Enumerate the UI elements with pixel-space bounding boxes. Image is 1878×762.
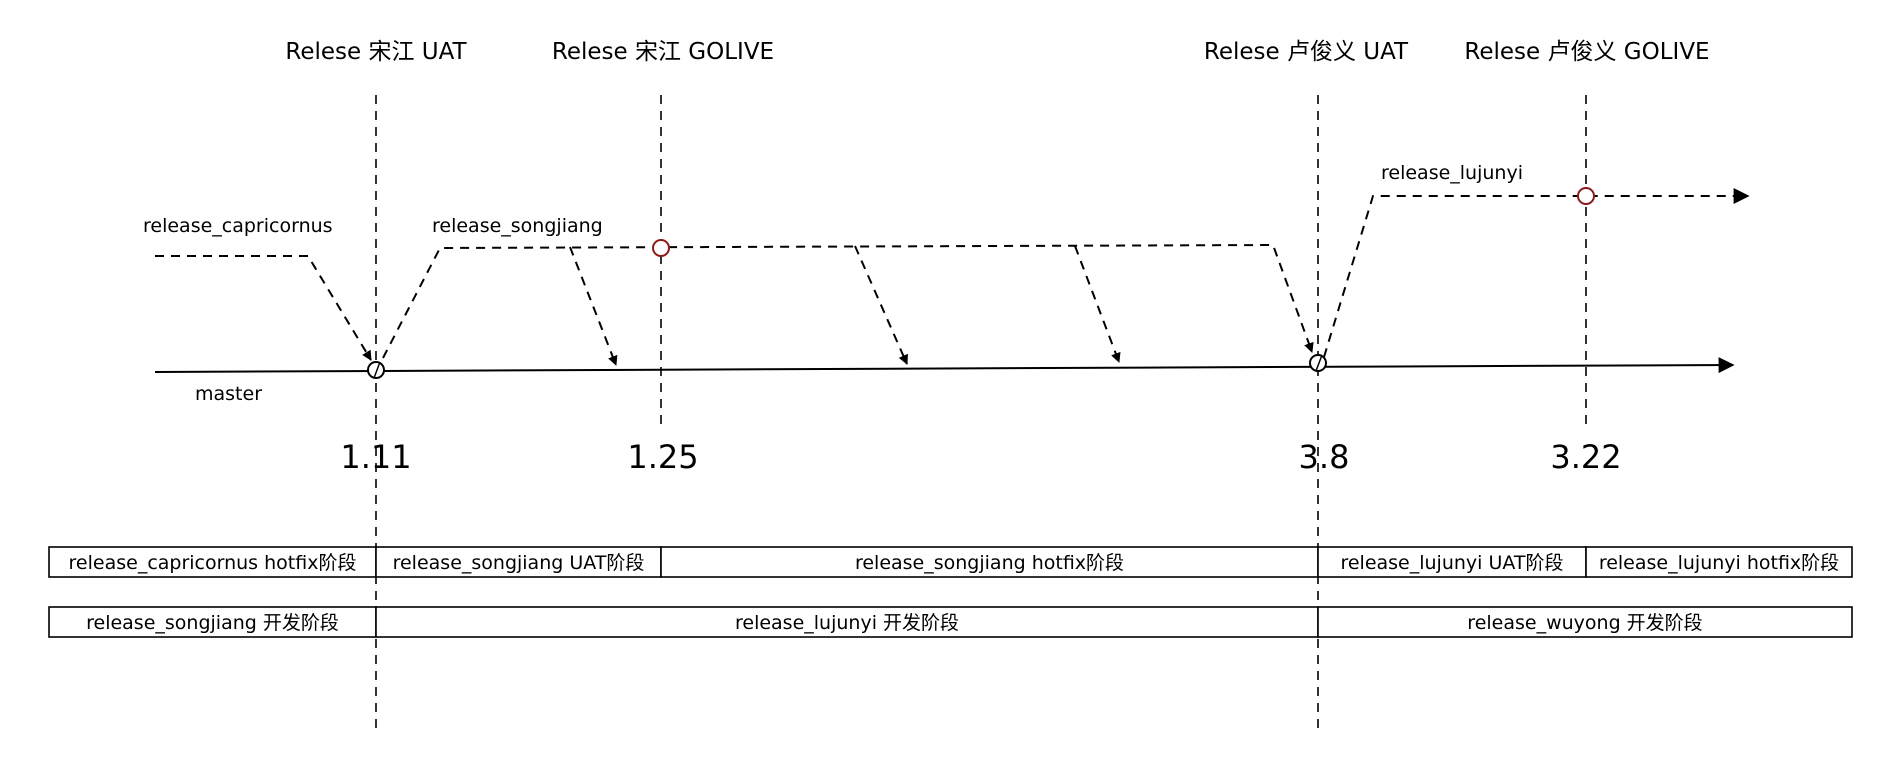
commit-lujunyi-golive bbox=[1577, 187, 1595, 205]
merge-arrow-1 bbox=[569, 246, 618, 366]
capricornus-branch-label: release_capricornus bbox=[143, 215, 333, 237]
phase-box bbox=[48, 546, 377, 578]
phase-box bbox=[1585, 546, 1853, 578]
phase-label: release_songjiang 开发阶段 bbox=[86, 612, 339, 634]
release-date-songjiang-uat: 1.11 bbox=[340, 438, 411, 476]
phase-label: release_capricornus hotfix阶段 bbox=[69, 552, 357, 574]
phase-label: release_songjiang hotfix阶段 bbox=[855, 552, 1124, 574]
phase-label: release_lujunyi hotfix阶段 bbox=[1599, 552, 1839, 574]
commit-songjiang-uat bbox=[367, 361, 385, 379]
capricornus-branch-line bbox=[155, 255, 372, 361]
commit-lujunyi-uat bbox=[1309, 354, 1327, 372]
phase-label: release_songjiang UAT阶段 bbox=[393, 552, 645, 574]
merge-arrow-2 bbox=[854, 245, 908, 365]
phase-box bbox=[375, 546, 662, 578]
release-title-lujunyi-golive: Relese 卢俊义 GOLIVE bbox=[1464, 39, 1709, 65]
lujunyi-branch-label: release_lujunyi bbox=[1381, 162, 1523, 184]
lujunyi-branch-line bbox=[1323, 188, 1750, 358]
phase-label: release_lujunyi 开发阶段 bbox=[735, 612, 959, 634]
phase-row-2: release_songjiang 开发阶段 release_lujunyi 开… bbox=[48, 606, 1853, 638]
songjiang-branch-line bbox=[382, 243, 1314, 359]
release-title-lujunyi-uat: Relese 卢俊义 UAT bbox=[1204, 39, 1409, 65]
songjiang-branch-label: release_songjiang bbox=[432, 215, 603, 237]
release-date-lujunyi-uat: 3.8 bbox=[1299, 438, 1350, 476]
release-title-songjiang-golive: Relese 宋江 GOLIVE bbox=[552, 39, 774, 65]
master-branch-line bbox=[154, 357, 1735, 374]
release-date-songjiang-golive: 1.25 bbox=[627, 438, 698, 476]
commit-songjiang-golive bbox=[652, 239, 670, 257]
release-title-songjiang-uat: Relese 宋江 UAT bbox=[285, 39, 467, 65]
phase-row-1: release_capricornus hotfix阶段 release_son… bbox=[48, 546, 1853, 578]
phase-label: release_wuyong 开发阶段 bbox=[1467, 612, 1702, 634]
release-date-lujunyi-golive: 3.22 bbox=[1550, 438, 1621, 476]
phase-box bbox=[1317, 606, 1853, 638]
merge-arrow-3 bbox=[1074, 245, 1121, 363]
master-branch-label: master bbox=[195, 383, 262, 405]
phase-label: release_lujunyi UAT阶段 bbox=[1340, 552, 1563, 574]
